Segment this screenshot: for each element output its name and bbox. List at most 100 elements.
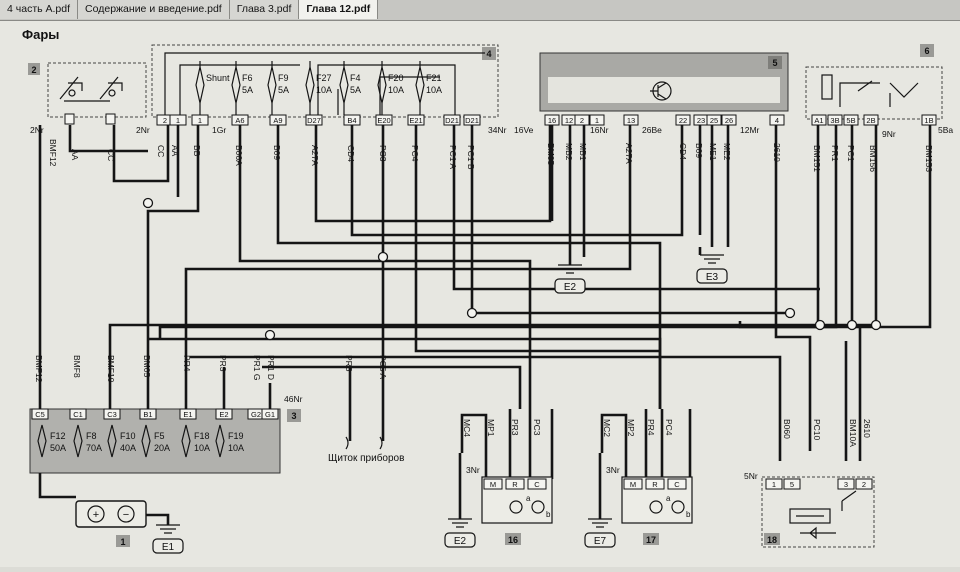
fuse-rating: 5A xyxy=(350,85,361,95)
fuse-name: F12 xyxy=(50,431,66,441)
wire-code: PC3 xyxy=(532,419,542,436)
fuse-rating: 10A xyxy=(426,85,442,95)
headlamp-pin: M xyxy=(630,480,636,489)
fuse-name: Shunt xyxy=(206,73,230,83)
fuse-name: F9 xyxy=(278,73,289,83)
wire-code: BMF12 xyxy=(48,139,58,167)
relay-6-pin: 2B xyxy=(866,116,875,125)
wire-code: PR4 xyxy=(182,355,192,372)
module-5-pin: 22 xyxy=(679,116,687,125)
fuse-box-3-pin: C5 xyxy=(35,410,45,419)
headlamp-16-number: 16 xyxy=(508,535,518,545)
fuse-box-4-pin: 1 xyxy=(198,116,202,125)
fuse-box-4-connector: 2Nr xyxy=(136,125,150,135)
ground-symbol: E3 xyxy=(696,254,728,284)
ground-symbol: E2 xyxy=(444,518,476,548)
fuse-box-4-number: 4 xyxy=(486,49,491,59)
tab-0[interactable]: 4 часть A.pdf xyxy=(0,0,79,19)
module-5-pin: 23 xyxy=(697,116,705,125)
relay-18-number: 18 xyxy=(767,535,777,545)
relay-6-connector: 5Ba xyxy=(938,125,953,135)
terminal-label: b xyxy=(686,510,691,519)
wire-code: MC2 xyxy=(602,419,612,437)
fuse-box-4-connector: 1Gr xyxy=(212,125,226,135)
relay-2: 2 2Nr BMF12 AA CC xyxy=(28,62,147,167)
wire-code: CC xyxy=(156,145,166,157)
fuse-box-3-pin: G1 xyxy=(265,410,275,419)
wire-code: MP1 xyxy=(486,419,496,437)
wire-code: 2610 xyxy=(862,419,872,438)
relay-6-pin: 5B xyxy=(846,116,855,125)
wire-code: BM10A xyxy=(848,419,858,447)
fuse-box-3-pin: C3 xyxy=(107,410,117,419)
module-5-pin: 13 xyxy=(627,116,635,125)
headlamp-pin: M xyxy=(490,480,496,489)
fuse-name: F5 xyxy=(154,431,165,441)
wire-code: PC10 xyxy=(812,419,822,441)
wire-code: MP2 xyxy=(626,419,636,437)
fuse-box-3-pin: B1 xyxy=(143,410,152,419)
ground-symbol: E7 xyxy=(584,518,616,548)
ground-label: E2 xyxy=(454,536,467,547)
fuse-rating: 5A xyxy=(242,85,253,95)
diagram-title: Фары xyxy=(22,27,59,42)
fuse-box-3-connector: 46Nr xyxy=(284,394,303,404)
relay-6-pin: 1B xyxy=(924,116,933,125)
module-5-pin: 16 xyxy=(548,116,556,125)
wire-code: B060 xyxy=(782,419,792,439)
terminal-label: a xyxy=(666,494,671,503)
battery-1-number: 1 xyxy=(120,537,125,547)
module-5-connector: 26Be xyxy=(642,125,662,135)
headlamp-pin: C xyxy=(674,480,680,489)
fuse-name: F19 xyxy=(228,431,244,441)
fuse-rating: 10A xyxy=(316,85,332,95)
fuse-rating: 40A xyxy=(120,443,136,453)
fuse-box-4-pin: B4 xyxy=(347,116,356,125)
module-5-connector: 16Nr xyxy=(590,125,609,135)
fuse-box-4-pin: 2 xyxy=(163,116,167,125)
fuse-box-4-pin: A9 xyxy=(273,116,282,125)
wire-code: BMF12 xyxy=(34,355,44,383)
fuse-rating: 10A xyxy=(388,85,404,95)
headlamp-pin: R xyxy=(512,480,518,489)
fuse-name: F18 xyxy=(194,431,210,441)
tab-3[interactable]: Глава 12.pdf xyxy=(299,0,379,19)
wire-code: PC5 A xyxy=(378,355,388,379)
headlamp-16-connector: 3Nr xyxy=(466,465,480,475)
fuse-box-4-connector: 16Ve xyxy=(514,125,534,135)
fuse-box-3-pin: E1 xyxy=(183,410,192,419)
headlamp-17-connector: 3Nr xyxy=(606,465,620,475)
fuse-box-4-connector: 34Nr xyxy=(488,125,507,135)
fuse-box-4-pin: E21 xyxy=(409,116,422,125)
ground-label: E2 xyxy=(564,282,577,293)
headlamp-pin: R xyxy=(652,480,658,489)
relay-6-number: 6 xyxy=(924,46,929,56)
tab-2[interactable]: Глава 3.pdf xyxy=(229,0,300,19)
wire-code: AA xyxy=(70,149,80,161)
relay-18-pin: 1 xyxy=(772,480,776,489)
wire-code: PR4 xyxy=(646,419,656,436)
battery-1: + − 1 xyxy=(38,473,170,547)
relay-2-connector: 2Nr xyxy=(30,125,44,135)
wire-code: PC4 xyxy=(664,419,674,436)
tab-1[interactable]: Содержание и введение.pdf xyxy=(78,0,230,19)
wire-code: CC xyxy=(106,149,116,161)
terminal-label: b xyxy=(546,510,551,519)
fuse-box-3-pin: C1 xyxy=(73,410,83,419)
svg-text:+: + xyxy=(93,509,99,521)
fuse-box-4-pin: D27 xyxy=(307,116,321,125)
relay-6-connector: 9Nr xyxy=(882,129,896,139)
ground-symbol: E1 xyxy=(152,524,184,554)
wire-code: MC4 xyxy=(462,419,472,437)
